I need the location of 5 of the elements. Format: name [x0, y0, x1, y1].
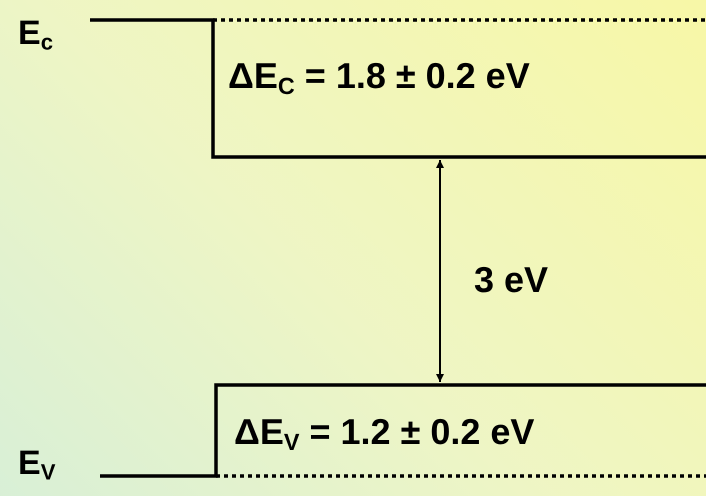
band-edge-label: E$_{c}$: [18, 16, 53, 54]
band-edge-label: E$_{V}$: [18, 446, 56, 484]
offset-label: ΔE$_{V}$ = 1.2 ± 0.2 eV: [234, 414, 534, 454]
offset-label: ΔE$_{C}$ = 1.8 ± 0.2 eV: [228, 58, 530, 98]
gap-label: 3 eV: [474, 262, 548, 298]
